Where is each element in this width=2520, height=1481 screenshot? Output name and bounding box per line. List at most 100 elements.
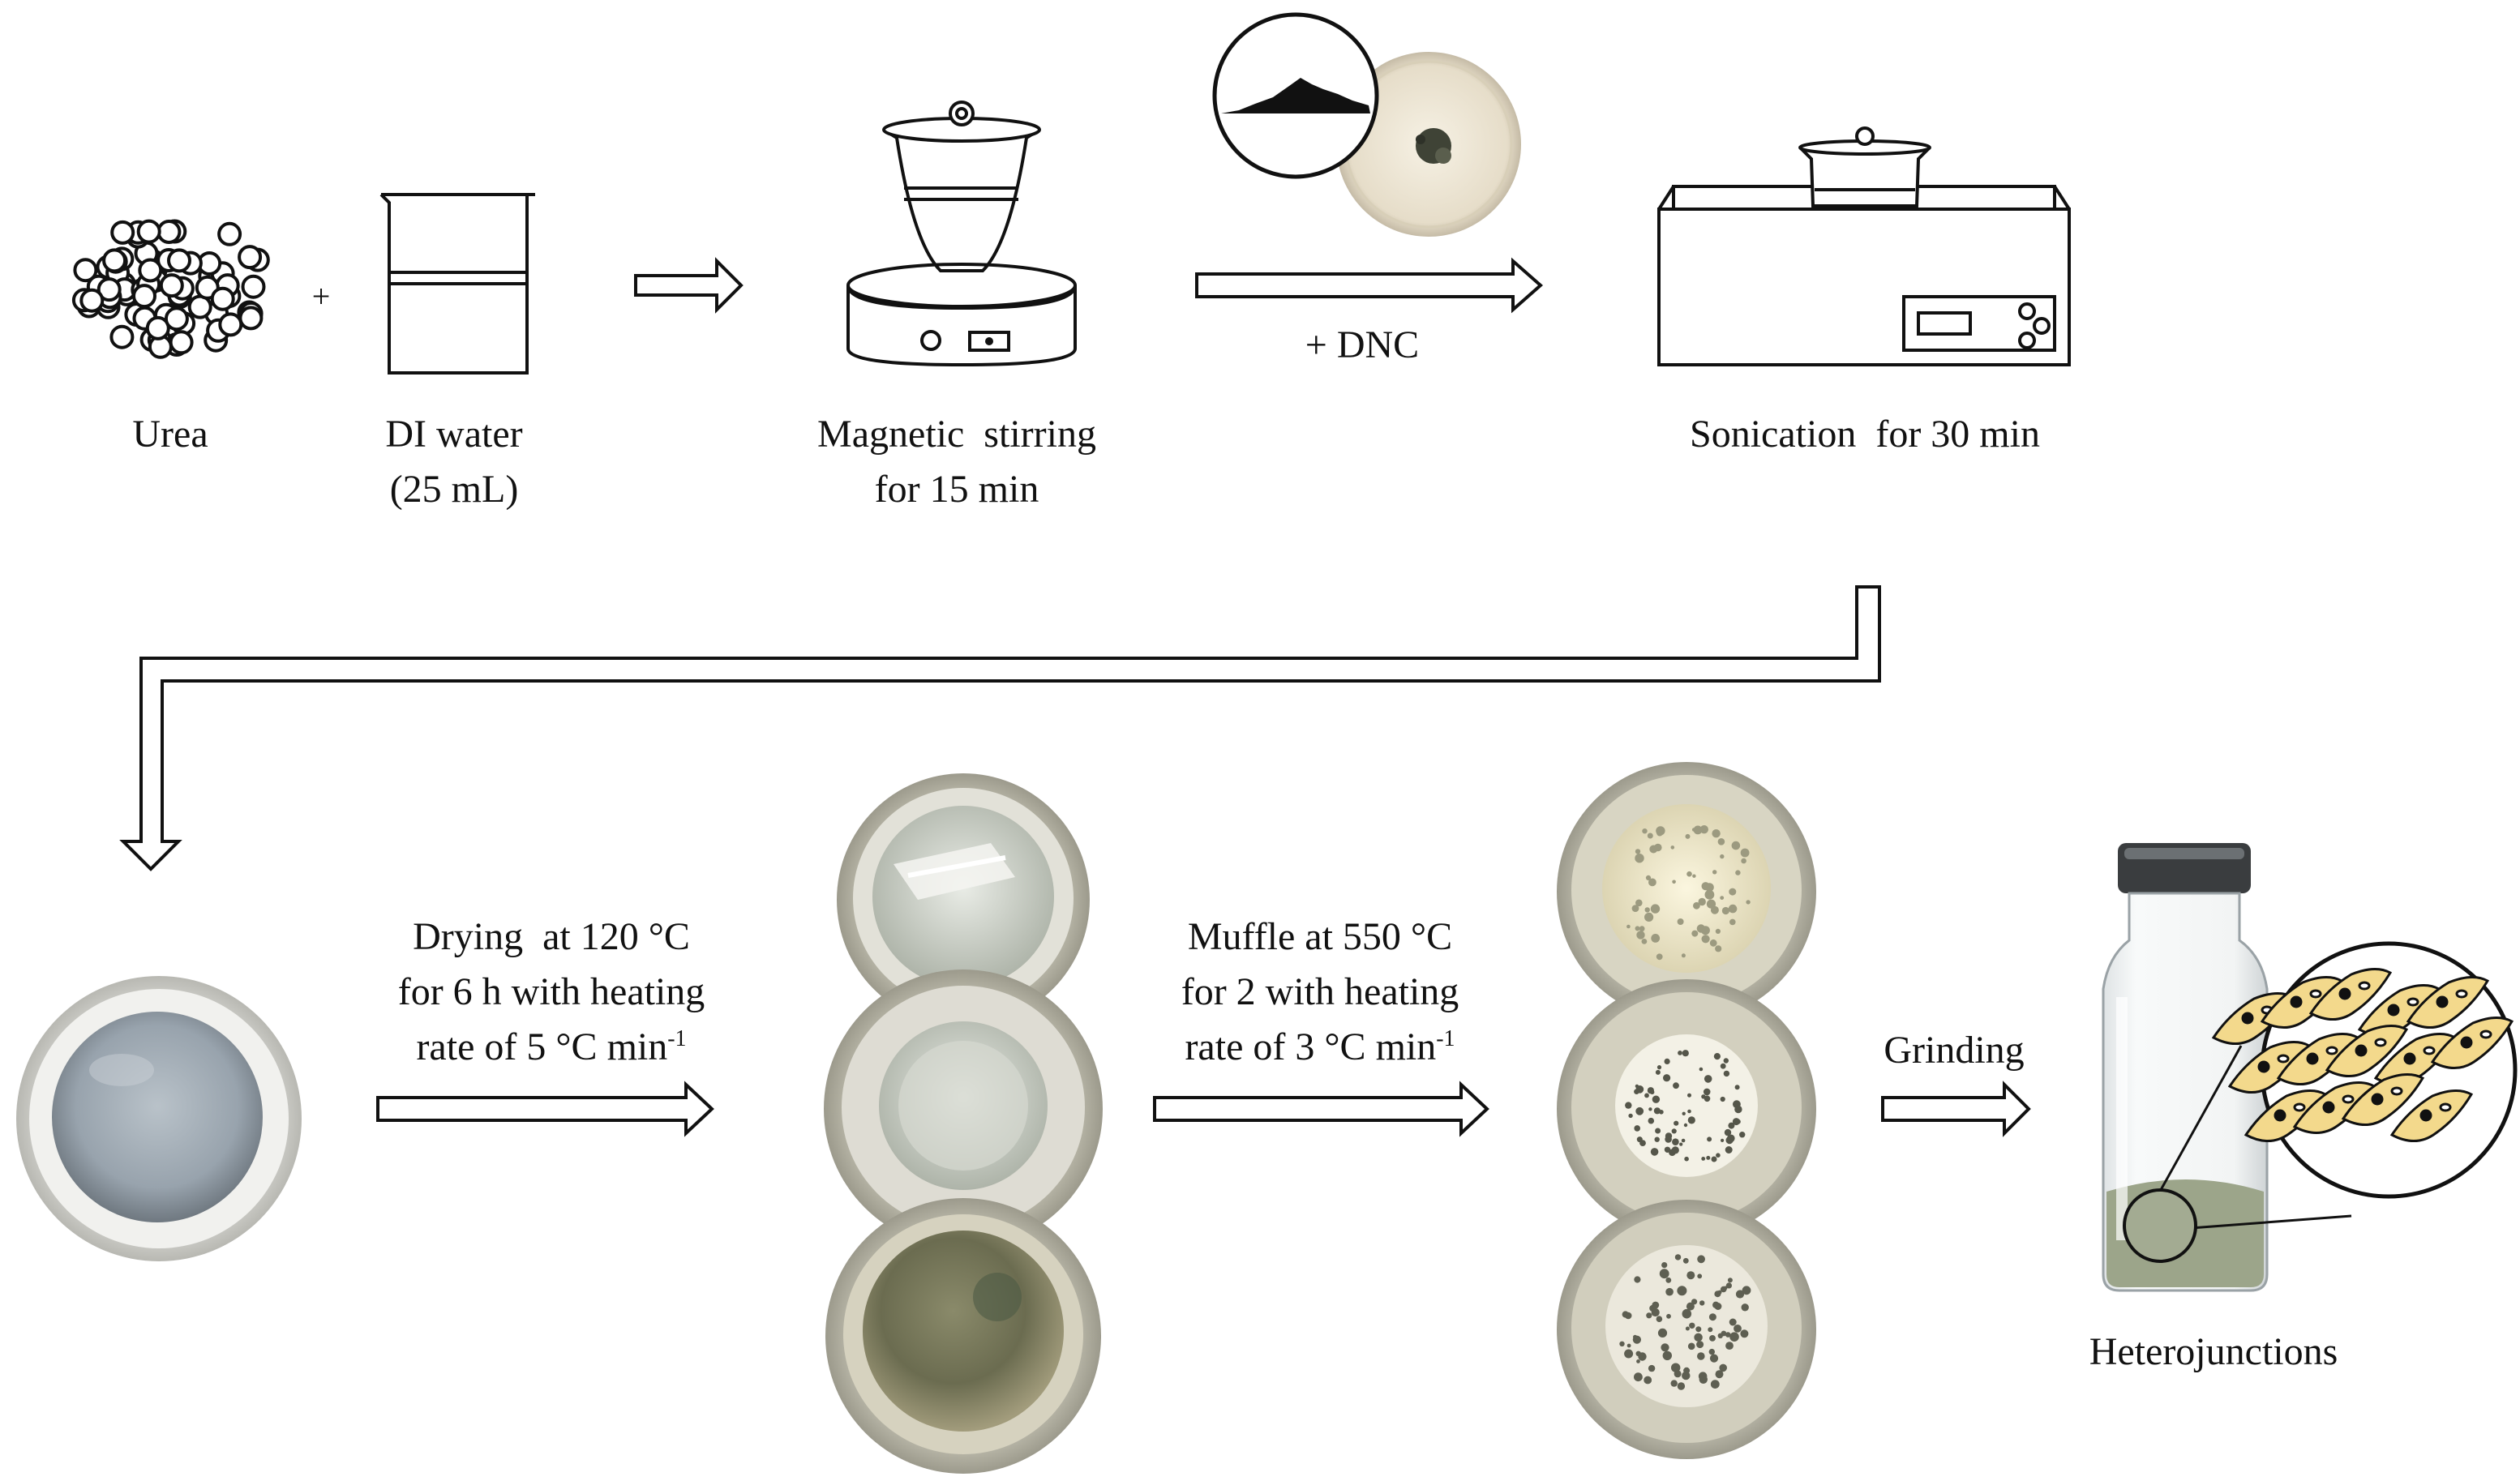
- pore-dot: [1699, 825, 1708, 834]
- pore-dot: [1626, 924, 1631, 929]
- pore-dot: [1666, 1313, 1671, 1319]
- pore-dot: [1644, 1376, 1652, 1385]
- arrow-to-stirring: [634, 257, 744, 314]
- label-muffle: Muffle at 550 °C for 2 with heating rate…: [1117, 910, 1523, 1075]
- pore-dot: [1650, 1148, 1659, 1156]
- sheet-pore: [2325, 1046, 2338, 1055]
- pore-dot: [1682, 1371, 1691, 1380]
- pore-dot: [1628, 1113, 1633, 1119]
- pore-dot: [1704, 889, 1715, 900]
- label-drying-line2: for 6 h with heating: [397, 970, 705, 1013]
- pore-dot: [1740, 848, 1750, 858]
- urea-bead: [73, 258, 98, 283]
- nanoparticle-dot: [2257, 1060, 2270, 1073]
- arrow-drying: [376, 1081, 714, 1137]
- pore-dot: [1729, 1318, 1737, 1326]
- pore-dot: [1674, 1120, 1679, 1126]
- pore-dot: [1686, 871, 1692, 877]
- sheet-pore: [2342, 1094, 2355, 1104]
- pore-dot: [1746, 900, 1751, 905]
- label-grinding: Grinding: [1884, 1029, 2025, 1072]
- calcined-crucible-photo-2: [1557, 979, 1816, 1239]
- pore-dot: [1709, 1354, 1719, 1363]
- label-muffle-line2: for 2 with heating: [1181, 970, 1459, 1013]
- pore-dot: [1691, 828, 1696, 832]
- pore-dot: [1725, 1332, 1731, 1338]
- label-drying-line3: rate of 5 °C min-1: [416, 1025, 687, 1068]
- urea-bead: [136, 219, 161, 244]
- pore-dot: [1687, 1342, 1695, 1350]
- pore-dot: [1648, 878, 1656, 887]
- pore-dot: [1670, 1380, 1678, 1387]
- pore-dot: [1639, 1140, 1646, 1146]
- pore-dot: [1692, 874, 1696, 878]
- pore-dot: [1677, 918, 1684, 925]
- urea-bead: [96, 277, 122, 302]
- nanoparticle-dot: [2338, 987, 2351, 1000]
- pore-dot: [1699, 1300, 1705, 1306]
- label-muffle-line1: Muffle at 550 °C: [1187, 915, 1453, 958]
- pore-dot: [1689, 1322, 1695, 1329]
- nanoparticle-dot: [2403, 1052, 2416, 1065]
- pore-dot: [1634, 1276, 1641, 1283]
- pore-dot: [1682, 1050, 1689, 1057]
- pore-dot: [1636, 931, 1645, 940]
- pore-dot: [1727, 1134, 1735, 1143]
- pore-dot: [1742, 1286, 1751, 1295]
- pore-dot: [1695, 1326, 1702, 1333]
- dnc-magnified-heap-icon: [1212, 12, 1379, 179]
- pore-dot: [1650, 1089, 1655, 1095]
- connector-arrow: [119, 585, 1881, 871]
- pore-dot: [1635, 854, 1644, 863]
- pore-dot: [1673, 1082, 1679, 1089]
- pore-dot: [1697, 1273, 1703, 1279]
- urea-bead: [79, 288, 105, 313]
- pore-dot: [1672, 880, 1676, 884]
- pore-dot: [1723, 1058, 1729, 1064]
- nanoparticle-dot: [2274, 1109, 2286, 1122]
- sheet-pore: [2479, 1029, 2492, 1039]
- pore-dot: [1662, 1350, 1672, 1361]
- dried-crucible-photo-1: [837, 773, 1090, 1026]
- pore-dot: [1670, 845, 1675, 850]
- pore-dot: [1635, 899, 1643, 907]
- pore-dot: [1687, 1109, 1691, 1114]
- pore-dot: [1735, 870, 1741, 875]
- pore-dot: [1646, 1312, 1652, 1319]
- pore-dot: [1653, 1107, 1661, 1115]
- pore-dot: [1719, 1363, 1727, 1372]
- dnc-petri-dish-photo: [1336, 52, 1521, 237]
- pore-dot: [1728, 904, 1738, 914]
- pore-dot: [1656, 829, 1663, 837]
- pore-dot: [1721, 906, 1729, 915]
- sheet-pore: [2423, 1046, 2436, 1055]
- pore-dot: [1631, 905, 1639, 912]
- label-urea: Urea: [132, 413, 208, 456]
- sheet-pore: [2358, 981, 2371, 991]
- pore-dot: [1626, 1343, 1631, 1348]
- pore-dot: [1625, 1102, 1632, 1109]
- pore-dot: [1677, 1286, 1687, 1296]
- pore-dot: [1641, 939, 1648, 944]
- nanoparticle-dot: [2460, 1036, 2473, 1049]
- pore-dot: [1713, 1053, 1721, 1060]
- label-heterojunctions: Heterojunctions: [2089, 1330, 2338, 1373]
- pore-dot: [1665, 1277, 1672, 1283]
- urea-bead: [109, 324, 135, 349]
- urea-bead: [145, 315, 170, 340]
- pore-dot: [1644, 912, 1654, 922]
- pore-dot: [1685, 833, 1691, 839]
- pore-dot: [1686, 1271, 1695, 1280]
- sheet-pore: [2277, 1054, 2290, 1064]
- pore-dot: [1735, 1119, 1741, 1124]
- pore-dot: [1710, 1380, 1720, 1389]
- label-stirring-line1: Magnetic stirring: [817, 413, 1096, 456]
- nanoparticle-dot: [2355, 1044, 2368, 1057]
- pore-dot: [1638, 1352, 1647, 1361]
- pore-dot: [1701, 1157, 1706, 1161]
- pore-dot: [1739, 1132, 1746, 1138]
- arrow-to-sonication: [1195, 257, 1544, 314]
- pore-dot: [1735, 1290, 1745, 1299]
- pore-dot: [1707, 1136, 1712, 1142]
